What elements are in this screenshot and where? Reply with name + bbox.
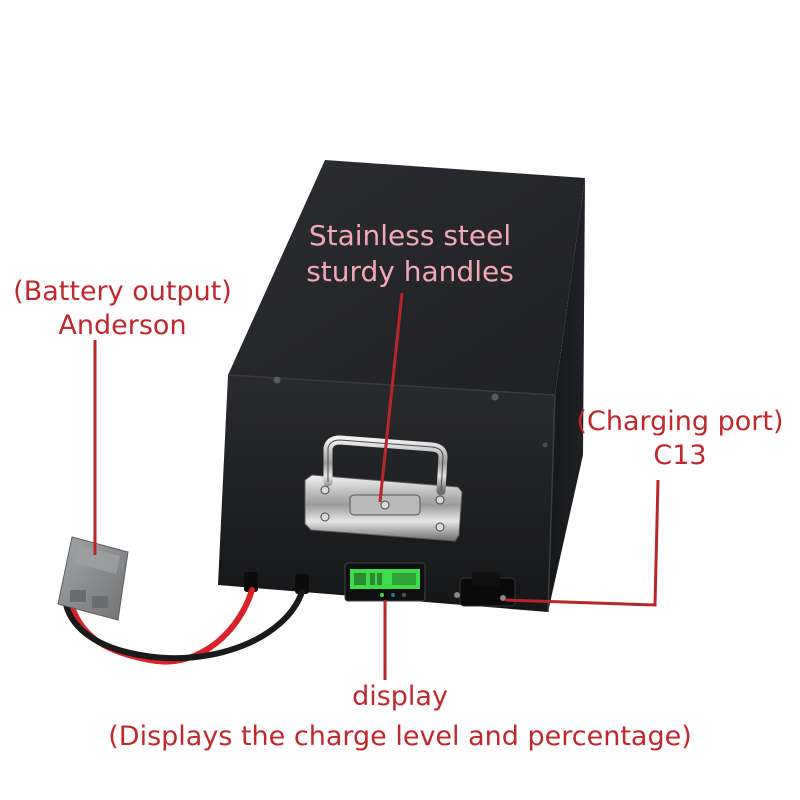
label-display: display (Displays the charge level and p… — [50, 680, 750, 754]
screw — [491, 393, 499, 401]
label-display-line1: display — [352, 681, 448, 712]
charge-display — [344, 562, 426, 602]
leader-line-handle — [378, 292, 404, 503]
label-display-line2: (Displays the charge level and percentag… — [108, 721, 692, 752]
battery-box — [218, 160, 585, 613]
screw — [542, 442, 548, 448]
stainless-handle — [304, 435, 463, 542]
screw — [273, 376, 281, 384]
label-handles: Stainless steel sturdy handles — [300, 218, 520, 290]
battery-side-face — [548, 178, 585, 612]
cables — [62, 587, 305, 665]
leader-lines — [93, 292, 660, 680]
label-charging-line1: (Charging port) — [576, 406, 784, 437]
label-output-line2: Anderson — [58, 310, 187, 341]
battery-top-face — [228, 160, 585, 395]
label-battery-output: (Battery output) Anderson — [5, 275, 240, 343]
leader-line-charging — [504, 479, 660, 607]
label-output-line1: (Battery output) — [13, 276, 232, 307]
charging-port-c13 — [454, 572, 516, 607]
label-handles-line1: Stainless steel — [308, 219, 512, 252]
anderson-connector — [57, 536, 129, 621]
label-handles-line2: sturdy handles — [306, 255, 514, 288]
output-terminals — [244, 572, 309, 594]
label-charging-port: (Charging port) C13 — [565, 405, 795, 473]
label-charging-line2: C13 — [653, 440, 707, 471]
